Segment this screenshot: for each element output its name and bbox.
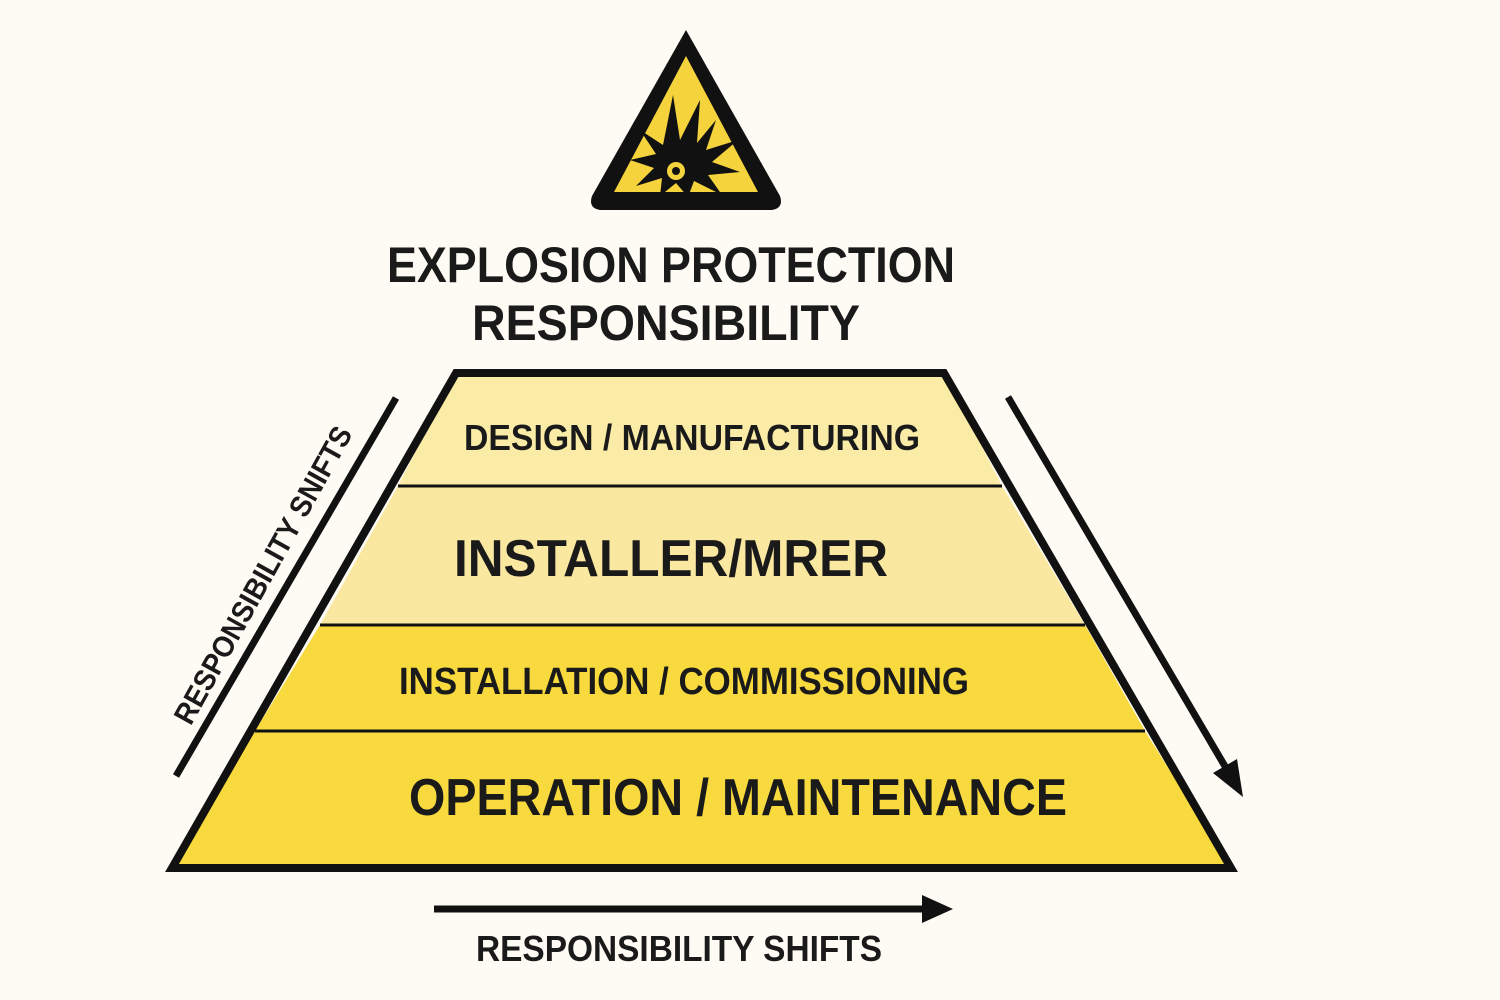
bottom-shift-label: RESPONSIBILITY SHIFTS xyxy=(476,928,882,969)
pyramid-layer-installation xyxy=(255,625,1145,731)
pyramid: DESIGN / MANUFACTURING INSTALLER/MRER IN… xyxy=(165,369,1238,872)
title-line-2: RESPONSIBILITY xyxy=(472,295,860,351)
pyramid-layer-operation xyxy=(172,731,1231,868)
layer-label-operation: OPERATION / MAINTENANCE xyxy=(409,769,1067,827)
bottom-shift-arrowhead xyxy=(922,895,953,923)
right-shift-arrow xyxy=(1004,395,1243,797)
explosion-hazard-icon xyxy=(630,95,740,197)
right-shift-arrow-line xyxy=(1004,395,1230,770)
layer-label-installation: INSTALLATION / COMMISSIONING xyxy=(399,661,969,703)
warning-sign xyxy=(591,30,781,210)
right-shift-arrowhead xyxy=(1213,759,1243,797)
pyramid-layer-design xyxy=(398,373,1002,486)
left-shift-line xyxy=(172,396,400,778)
pyramid-outline xyxy=(165,369,1238,872)
bottom-shift-arrow: RESPONSIBILITY SHIFTS xyxy=(434,895,953,969)
layer-label-design: DESIGN / MANUFACTURING xyxy=(464,417,920,458)
title-line-1: EXPLOSION PROTECTION xyxy=(387,237,955,293)
pyramid-layer-installer xyxy=(320,486,1085,625)
layer-label-installer: INSTALLER/MRER xyxy=(454,530,888,588)
